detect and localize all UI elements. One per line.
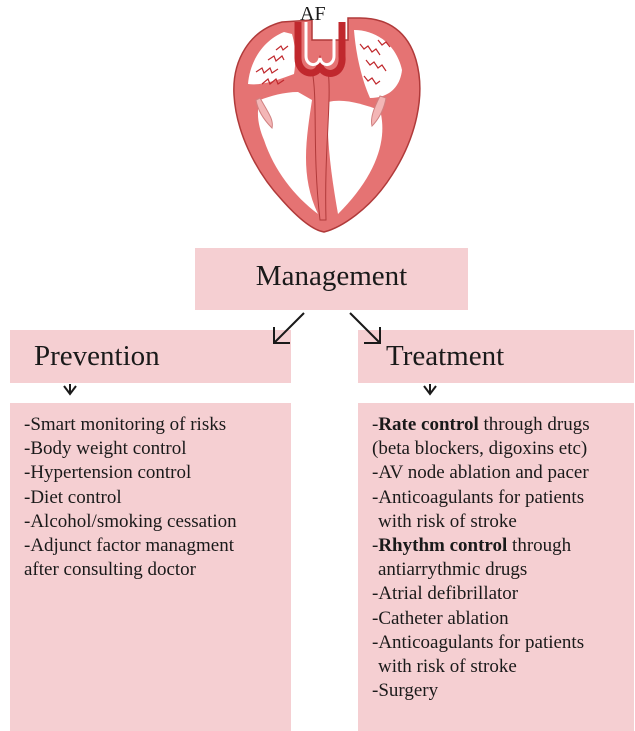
prevention-item: -Body weight control <box>24 437 237 461</box>
heart-illustration <box>220 0 430 235</box>
arrow-treatment-down <box>424 384 436 394</box>
arrow-prevention-down <box>64 384 76 394</box>
af-label: AF <box>300 4 326 24</box>
treatment-item: -Catheter ablation <box>372 607 590 631</box>
prevention-list: -Smart monitoring of risks -Body weight … <box>24 413 237 582</box>
treatment-item: -Anticoagulants for patients <box>372 631 590 655</box>
management-title: Management <box>195 260 468 292</box>
treatment-item-bold: Rhythm control <box>378 535 507 556</box>
treatment-item: -Rhythm control through <box>372 534 590 558</box>
treatment-item: with risk of stroke <box>372 510 590 534</box>
treatment-list-box: -Rate control through drugs (beta blocke… <box>358 403 634 731</box>
treatment-item: (beta blockers, digoxins etc) <box>372 437 590 461</box>
treatment-item: -Anticoagulants for patients <box>372 486 590 510</box>
treatment-box: Treatment <box>358 330 634 383</box>
prevention-title: Prevention <box>34 340 160 372</box>
treatment-item: antiarrythmic drugs <box>372 558 590 582</box>
prevention-item: -Adjunct factor managment <box>24 534 237 558</box>
treatment-item: with risk of stroke <box>372 655 590 679</box>
prevention-item: after consulting doctor <box>24 558 237 582</box>
prevention-item: -Smart monitoring of risks <box>24 413 237 437</box>
treatment-list: -Rate control through drugs (beta blocke… <box>372 413 590 703</box>
treatment-item-bold: Rate control <box>378 414 478 435</box>
treatment-title: Treatment <box>386 340 504 372</box>
prevention-item: -Diet control <box>24 486 237 510</box>
treatment-item: -Atrial defibrillator <box>372 582 590 606</box>
prevention-item: -Hypertension control <box>24 461 237 485</box>
treatment-item: -Rate control through drugs <box>372 413 590 437</box>
prevention-box: Prevention <box>10 330 291 383</box>
prevention-item: -Alcohol/smoking cessation <box>24 510 237 534</box>
treatment-item: -AV node ablation and pacer <box>372 461 590 485</box>
treatment-item: -Surgery <box>372 679 590 703</box>
treatment-item-text: through drugs <box>479 414 590 435</box>
management-box: Management <box>195 248 468 310</box>
treatment-item-text: through <box>507 535 571 556</box>
prevention-list-box: -Smart monitoring of risks -Body weight … <box>10 403 291 731</box>
